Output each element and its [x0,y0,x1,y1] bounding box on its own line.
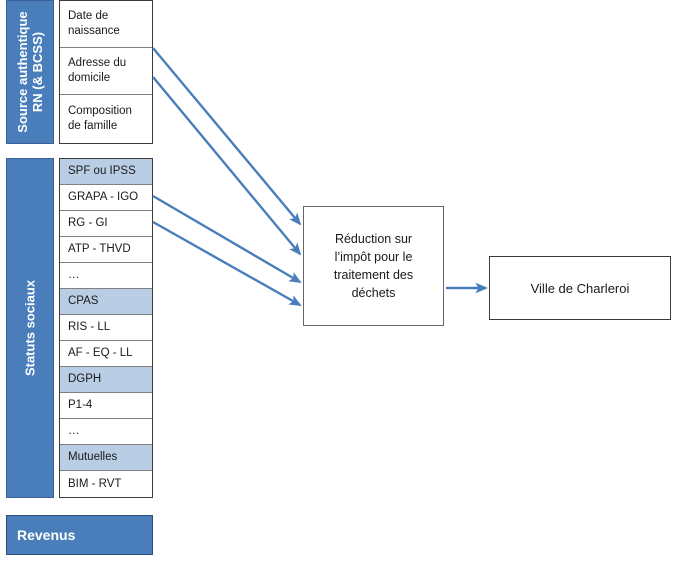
row-cpas-label: CPAS [68,295,99,307]
row-af-eq-ll[interactable]: AF - EQ - LL [60,341,152,367]
row-spf-ou-ipss-label: SPF ou IPSS [68,165,136,177]
row-af-eq-ll-label: AF - EQ - LL [68,347,133,359]
group-source-authentique: Source authentique RN (& BCSS) Date de n… [6,0,153,144]
group-source-band-label: Source authentique RN (& BCSS) [15,7,45,137]
row-rg-gi[interactable]: RG - GI [60,211,152,237]
row-p1-4-label: P1-4 [68,399,93,411]
row-adresse-du-domicile-line2: domicile [68,72,111,84]
reduction-impot-line3: traitement des [333,268,414,282]
group-statuts-sociaux: Statuts sociaux SPF ou IPSS GRAPA - IGO … [6,158,153,498]
row-bim-rvt[interactable]: BIM - RVT [60,471,152,497]
row-adresse-du-domicile-line1: Adresse du [68,57,127,69]
row-ris-ll[interactable]: RIS - LL [60,315,152,341]
row-ellipsis-1[interactable]: … [60,263,152,289]
group-source-band-label-line1: Source authentique [15,11,30,133]
arrow-date-naissance-to-reduction [152,47,302,226]
row-grapa-igo[interactable]: GRAPA - IGO [60,185,152,211]
row-grapa-igo-label: GRAPA - IGO [68,191,139,203]
group-statuts-rows: SPF ou IPSS GRAPA - IGO RG - GI ATP - TH… [59,158,153,498]
group-statuts-band: Statuts sociaux [6,158,54,498]
row-mutuelles[interactable]: Mutuelles [60,445,152,471]
row-rg-gi-label: RG - GI [68,217,108,229]
row-ellipsis-2[interactable]: … [60,419,152,445]
row-date-de-naissance[interactable]: Date de naissance [60,1,152,48]
row-cpas[interactable]: CPAS [60,289,152,315]
ville-de-charleroi-box[interactable]: Ville de Charleroi [489,256,671,320]
arrow-grapa-to-reduction [152,194,302,284]
row-dgph[interactable]: DGPH [60,367,152,393]
row-atp-thvd[interactable]: ATP - THVD [60,237,152,263]
row-date-de-naissance-line1: Date de [68,10,109,22]
row-spf-ou-ipss[interactable]: SPF ou IPSS [60,159,152,185]
row-bim-rvt-label: BIM - RVT [68,477,122,490]
row-composition-de-famille-line1: Composition [68,104,132,117]
ville-de-charleroi-label: Ville de Charleroi [530,280,630,296]
row-composition-de-famille-line2: de famille [68,119,118,132]
row-ellipsis-1-label: … [68,269,80,281]
revenus-label: Revenus [17,527,76,543]
reduction-impot-line2: l’impôt pour le [334,250,413,264]
row-adresse-du-domicile[interactable]: Adresse du domicile [60,48,152,95]
group-statuts-band-label: Statuts sociaux [22,279,38,377]
group-source-rows: Date de naissance Adresse du domicile Co… [59,0,153,144]
reduction-impot-line4: déchets [351,286,396,300]
arrow-rg-gi-to-reduction [152,220,302,307]
reduction-impot-box[interactable]: Réduction sur l’impôt pour le traitement… [303,206,444,326]
row-composition-de-famille[interactable]: Composition de famille [60,95,152,142]
revenus-box[interactable]: Revenus [6,515,153,555]
row-mutuelles-label: Mutuelles [68,451,118,463]
group-source-band: Source authentique RN (& BCSS) [6,0,54,144]
row-ellipsis-2-label: … [68,425,80,437]
row-p1-4[interactable]: P1-4 [60,393,152,419]
reduction-impot-text: Réduction sur l’impôt pour le traitement… [334,230,413,302]
row-atp-thvd-label: ATP - THVD [68,243,131,255]
row-ris-ll-label: RIS - LL [68,321,111,333]
arrow-adresse-domicile-to-reduction [152,76,302,256]
group-source-band-label-line2: RN (& BCSS) [30,31,45,113]
row-dgph-label: DGPH [68,373,102,385]
reduction-impot-line1: Réduction sur [334,232,413,246]
row-date-de-naissance-line2: naissance [68,25,120,37]
